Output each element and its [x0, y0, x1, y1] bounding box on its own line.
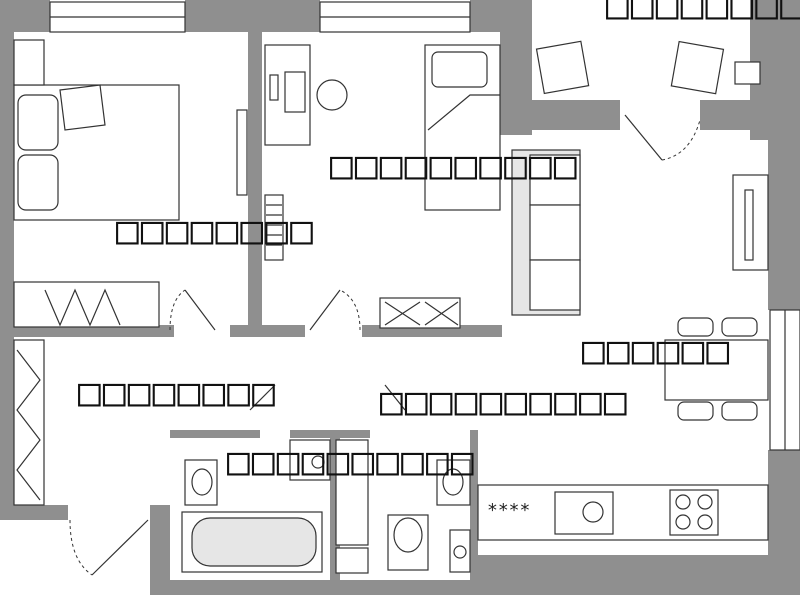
room-label-bedroom: □□□□□□□□	[116, 208, 316, 252]
hall-wardrobe	[13, 339, 45, 506]
living-room-furniture	[511, 149, 769, 421]
room-label-child-room: □□□□□□□□□□	[330, 143, 579, 187]
stove-marks: ****	[487, 500, 530, 521]
windows	[49, 1, 800, 451]
bathroom-fixtures	[181, 439, 471, 574]
room-label-balcony: □□□□□□□□	[606, 0, 800, 27]
room-label-corridor: □□□□□□□□□□	[380, 379, 629, 423]
room-label-hall: □□□□□□□□	[78, 370, 278, 414]
balcony-furniture	[535, 40, 761, 95]
bedroom-furniture	[13, 39, 248, 328]
room-label-bathroom: □□□□□□□□□□	[227, 439, 476, 483]
room-label-living-room: □□□□□□	[582, 328, 732, 372]
door-swings	[69, 114, 701, 576]
child-room-furniture	[264, 44, 501, 329]
kitchen-counter	[477, 484, 769, 541]
